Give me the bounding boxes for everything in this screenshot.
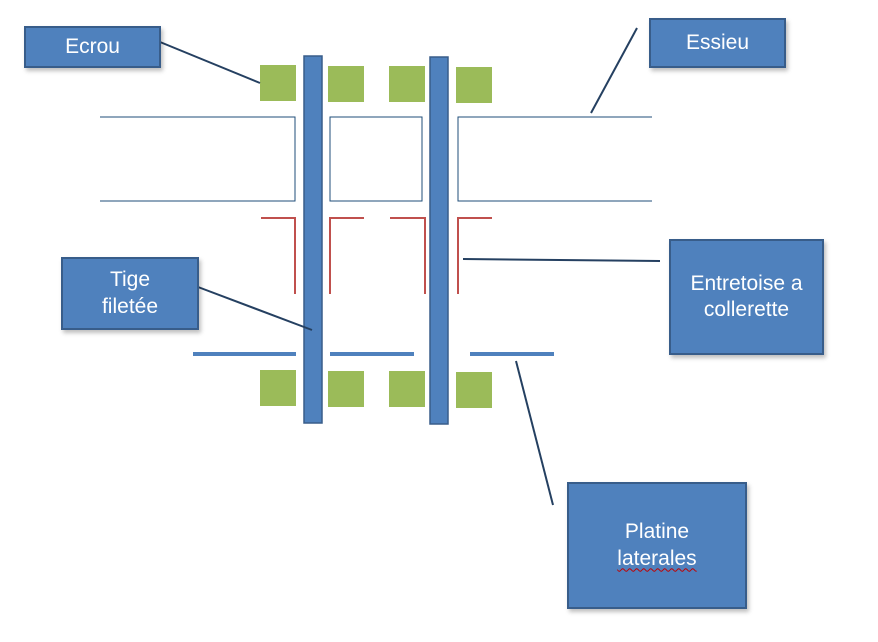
label-tige-line2: filetée: [101, 294, 159, 318]
axle-segment-left: [100, 116, 296, 202]
axle-segment-middle: [329, 116, 423, 202]
threaded-rod-right: [429, 56, 449, 425]
label-ecrou-text: Ecrou: [65, 34, 120, 58]
nut-bottom-2: [328, 371, 364, 407]
leader-entretoise: [462, 258, 661, 262]
threaded-rods: [303, 55, 449, 425]
nut-top-1: [260, 65, 296, 101]
label-essieu: Essieu: [649, 18, 786, 68]
nut-bottom-1: [260, 370, 296, 406]
label-platine: Platine laterales: [567, 482, 747, 609]
label-entretoise-line2: collerette: [703, 298, 790, 321]
flanged-spacers: [261, 217, 492, 294]
nut-top-4: [456, 67, 492, 103]
label-tige-line1: Tige: [109, 268, 151, 292]
spacer-1: [261, 217, 296, 294]
axle-segments: [100, 116, 652, 202]
leader-essieu: [590, 27, 638, 114]
leader-platine: [515, 360, 554, 506]
label-platine-line1: Platine: [624, 520, 690, 544]
nuts: [260, 65, 492, 408]
label-tige-filetee: Tige filetée: [61, 257, 199, 330]
axle-segment-right: [457, 116, 652, 202]
leader-ecrou: [159, 41, 261, 84]
label-entretoise-line1: Entretoise a: [690, 271, 803, 295]
leader-tige: [197, 286, 313, 331]
nut-top-2: [328, 66, 364, 102]
nut-bottom-3: [389, 371, 425, 407]
spacer-4: [457, 217, 492, 294]
nut-bottom-4: [456, 372, 492, 408]
spacer-2: [329, 217, 364, 294]
leader-lines: [159, 27, 661, 506]
spacer-3: [390, 217, 426, 294]
label-platine-line2: laterales: [617, 546, 697, 570]
label-entretoise: Entretoise a collerette: [669, 239, 824, 355]
label-ecrou: Ecrou: [24, 26, 161, 68]
nut-top-3: [389, 66, 425, 102]
label-essieu-text: Essieu: [685, 30, 750, 54]
threaded-rod-left: [303, 55, 323, 424]
